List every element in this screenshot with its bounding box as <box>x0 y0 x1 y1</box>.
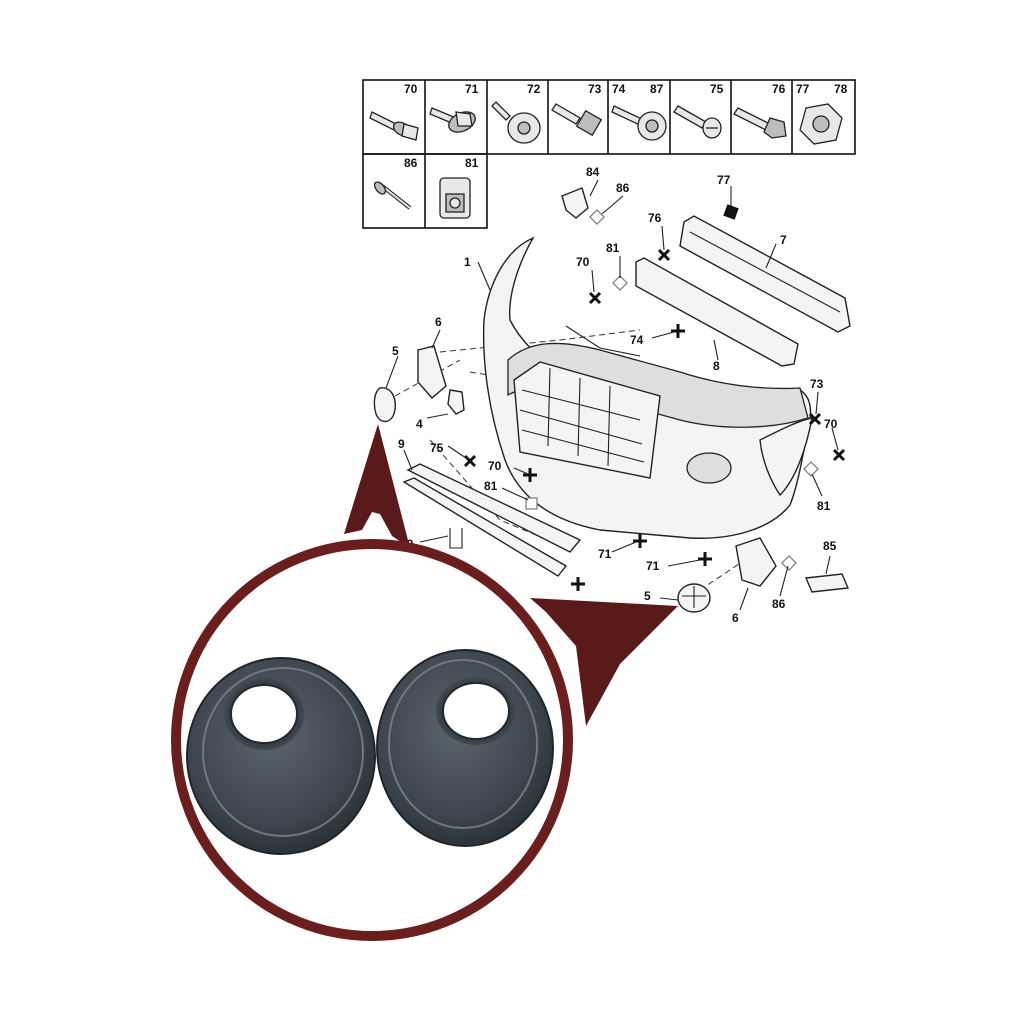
fog-lamp-cover-left <box>186 657 376 855</box>
washer-screw-icon <box>491 101 541 144</box>
hw-label-74: 74 <box>612 82 626 96</box>
callout-arrows <box>344 424 678 726</box>
u-clip-80 <box>449 528 463 549</box>
label-74: 74 <box>630 333 644 347</box>
exploded-diagram: 1 2 4 5 5 6 6 7 8 9 70 70 70 71 71 73 74… <box>373 165 851 625</box>
hw-label-81: 81 <box>465 156 479 170</box>
flange-bolt-icon <box>369 111 419 141</box>
label-70-right: 70 <box>824 417 838 431</box>
fog-cover-right-diagram <box>677 583 711 613</box>
deflector-left <box>417 345 447 399</box>
label-86-top: 86 <box>616 181 630 195</box>
label-71-right: 71 <box>646 559 660 573</box>
flange-bolt-icon-2 <box>611 105 667 141</box>
label-77: 77 <box>717 173 731 187</box>
collar-bolt-icon <box>551 103 603 137</box>
bracket-85 <box>804 573 850 593</box>
fog-cover-left-diagram <box>373 387 396 423</box>
label-86-bottom: 86 <box>772 597 786 611</box>
label-81-right: 81 <box>817 499 831 513</box>
label-5-right: 5 <box>644 589 651 603</box>
energy-absorber <box>635 257 799 367</box>
label-81-mid: 81 <box>484 479 498 493</box>
pan-screw-icon <box>673 105 722 139</box>
hw-label-72: 72 <box>527 82 541 96</box>
label-5-left: 5 <box>392 344 399 358</box>
hardware-table: 70 71 72 73 74 87 75 76 77 78 86 81 <box>362 79 856 229</box>
product-photo <box>171 539 573 941</box>
clip-nut-icon <box>439 177 471 219</box>
hw-label-76: 76 <box>772 82 786 96</box>
hw-label-71: 71 <box>465 82 479 96</box>
fastener-markers <box>463 248 846 591</box>
label-6-right: 6 <box>732 611 739 625</box>
label-75: 75 <box>430 441 444 455</box>
washer-bolt-icon <box>429 107 476 133</box>
label-6-left: 6 <box>435 315 442 329</box>
front-bumper <box>482 236 813 539</box>
label-8: 8 <box>713 359 720 373</box>
callout-arrow-right <box>530 598 678 726</box>
label-9: 9 <box>398 437 405 451</box>
leader-lines <box>385 179 839 611</box>
label-71-left: 71 <box>598 547 612 561</box>
label-81-top: 81 <box>606 241 620 255</box>
callout-arrow-left <box>344 424 410 548</box>
plug-4 <box>447 389 465 415</box>
deflector-right <box>735 537 777 587</box>
label-70-mid: 70 <box>488 459 502 473</box>
nut-77-marker <box>723 204 739 220</box>
label-76: 76 <box>648 211 662 225</box>
hw-label-86: 86 <box>404 156 418 170</box>
label-84: 84 <box>586 165 600 179</box>
hw-label-77: 77 <box>796 82 810 96</box>
crossbeam <box>679 215 851 333</box>
hw-label-87: 87 <box>650 82 664 96</box>
label-73: 73 <box>810 377 824 391</box>
label-1: 1 <box>464 255 471 269</box>
fog-lamp-cover-right <box>376 649 554 847</box>
hw-label-73: 73 <box>588 82 602 96</box>
clip-markers <box>525 209 819 571</box>
lower-strip <box>402 463 582 577</box>
hw-label-70: 70 <box>404 82 418 96</box>
label-70-top: 70 <box>576 255 590 269</box>
label-4: 4 <box>416 417 423 431</box>
label-7: 7 <box>780 233 787 247</box>
hw-label-75: 75 <box>710 82 724 96</box>
hex-bolt-icon <box>733 107 787 139</box>
hex-nut-icon <box>799 103 843 145</box>
bracket-84 <box>561 187 589 219</box>
label-85: 85 <box>823 539 837 553</box>
rivet-icon <box>373 181 412 210</box>
hw-label-78: 78 <box>834 82 848 96</box>
